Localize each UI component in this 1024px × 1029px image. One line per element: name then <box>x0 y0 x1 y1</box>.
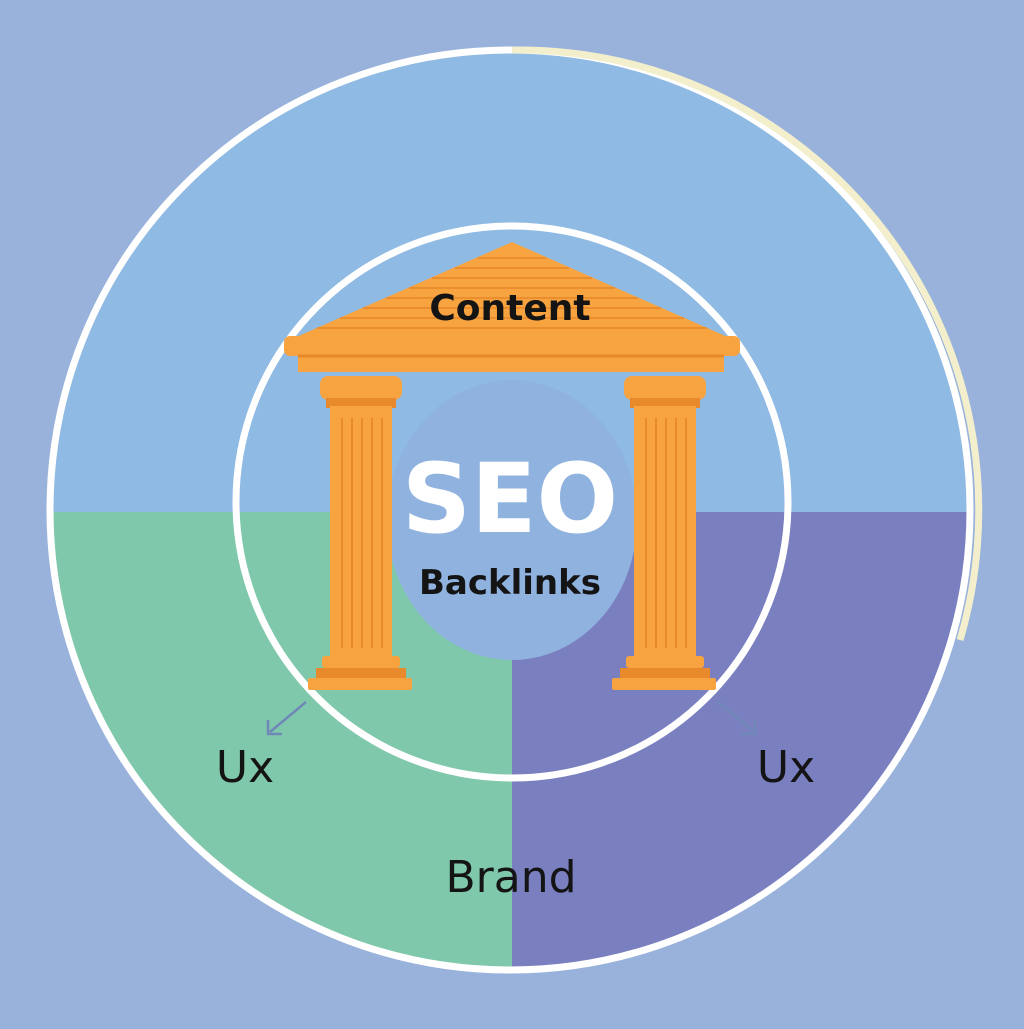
outer-ring-accent <box>511 46 983 641</box>
left-label: Ux <box>216 742 274 793</box>
right-label: Ux <box>757 742 815 793</box>
bottom-label: Brand <box>445 852 576 903</box>
left-column <box>308 376 412 690</box>
outer-ring <box>46 46 974 974</box>
center-title: SEO <box>402 443 618 555</box>
center-subtitle: Backlinks <box>419 563 601 603</box>
arrow-down-left-icon <box>266 701 307 736</box>
inner-ring <box>232 222 792 782</box>
temple-pillars-icon <box>284 242 740 690</box>
temple-roof <box>294 242 730 338</box>
arrow-down-right-icon <box>717 701 757 736</box>
temple-beam <box>284 336 740 356</box>
right-column <box>612 376 716 690</box>
center-disc <box>387 380 637 660</box>
roof-label: Content <box>429 288 590 329</box>
